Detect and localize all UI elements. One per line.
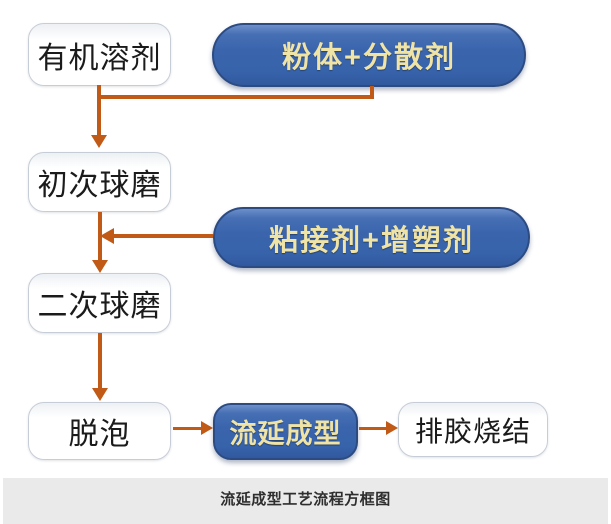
connector-defoam-to-cast-segment — [173, 427, 201, 430]
node-debinding-sintering: 排胶烧结 — [398, 402, 548, 457]
node-organic-solvent: 有机溶剂 — [28, 23, 171, 86]
node-powder-dispersant: 粉体+分散剂 — [212, 23, 526, 87]
connector-merge-horizontal-segment — [97, 95, 374, 99]
arrow-down-to-first-milling-icon — [91, 135, 107, 148]
node-second-ball-milling: 二次球磨 — [28, 273, 171, 333]
arrow-right-to-tape-casting-icon — [201, 421, 213, 435]
caption-bar: 流延成型工艺流程方框图 — [3, 478, 608, 524]
connector-solvent-vertical-segment — [97, 85, 101, 135]
connector-second-to-defoam-segment — [98, 333, 102, 388]
diagram-caption: 流延成型工艺流程方框图 — [220, 490, 391, 508]
arrow-down-to-defoaming-icon — [92, 388, 108, 401]
node-binder-plasticizer: 粘接剂+增塑剂 — [213, 207, 530, 268]
arrow-right-to-sintering-icon — [386, 421, 398, 435]
arrow-left-from-binder-icon — [100, 228, 114, 244]
connector-cast-to-sinter-segment — [359, 427, 386, 430]
node-defoaming: 脱泡 — [28, 402, 171, 460]
node-tape-casting: 流延成型 — [213, 403, 358, 460]
connector-powder-drop-segment — [370, 86, 374, 98]
arrow-down-to-second-milling-icon — [92, 260, 108, 273]
connector-binder-horizontal-segment — [114, 234, 213, 238]
node-first-ball-milling: 初次球磨 — [28, 152, 171, 212]
